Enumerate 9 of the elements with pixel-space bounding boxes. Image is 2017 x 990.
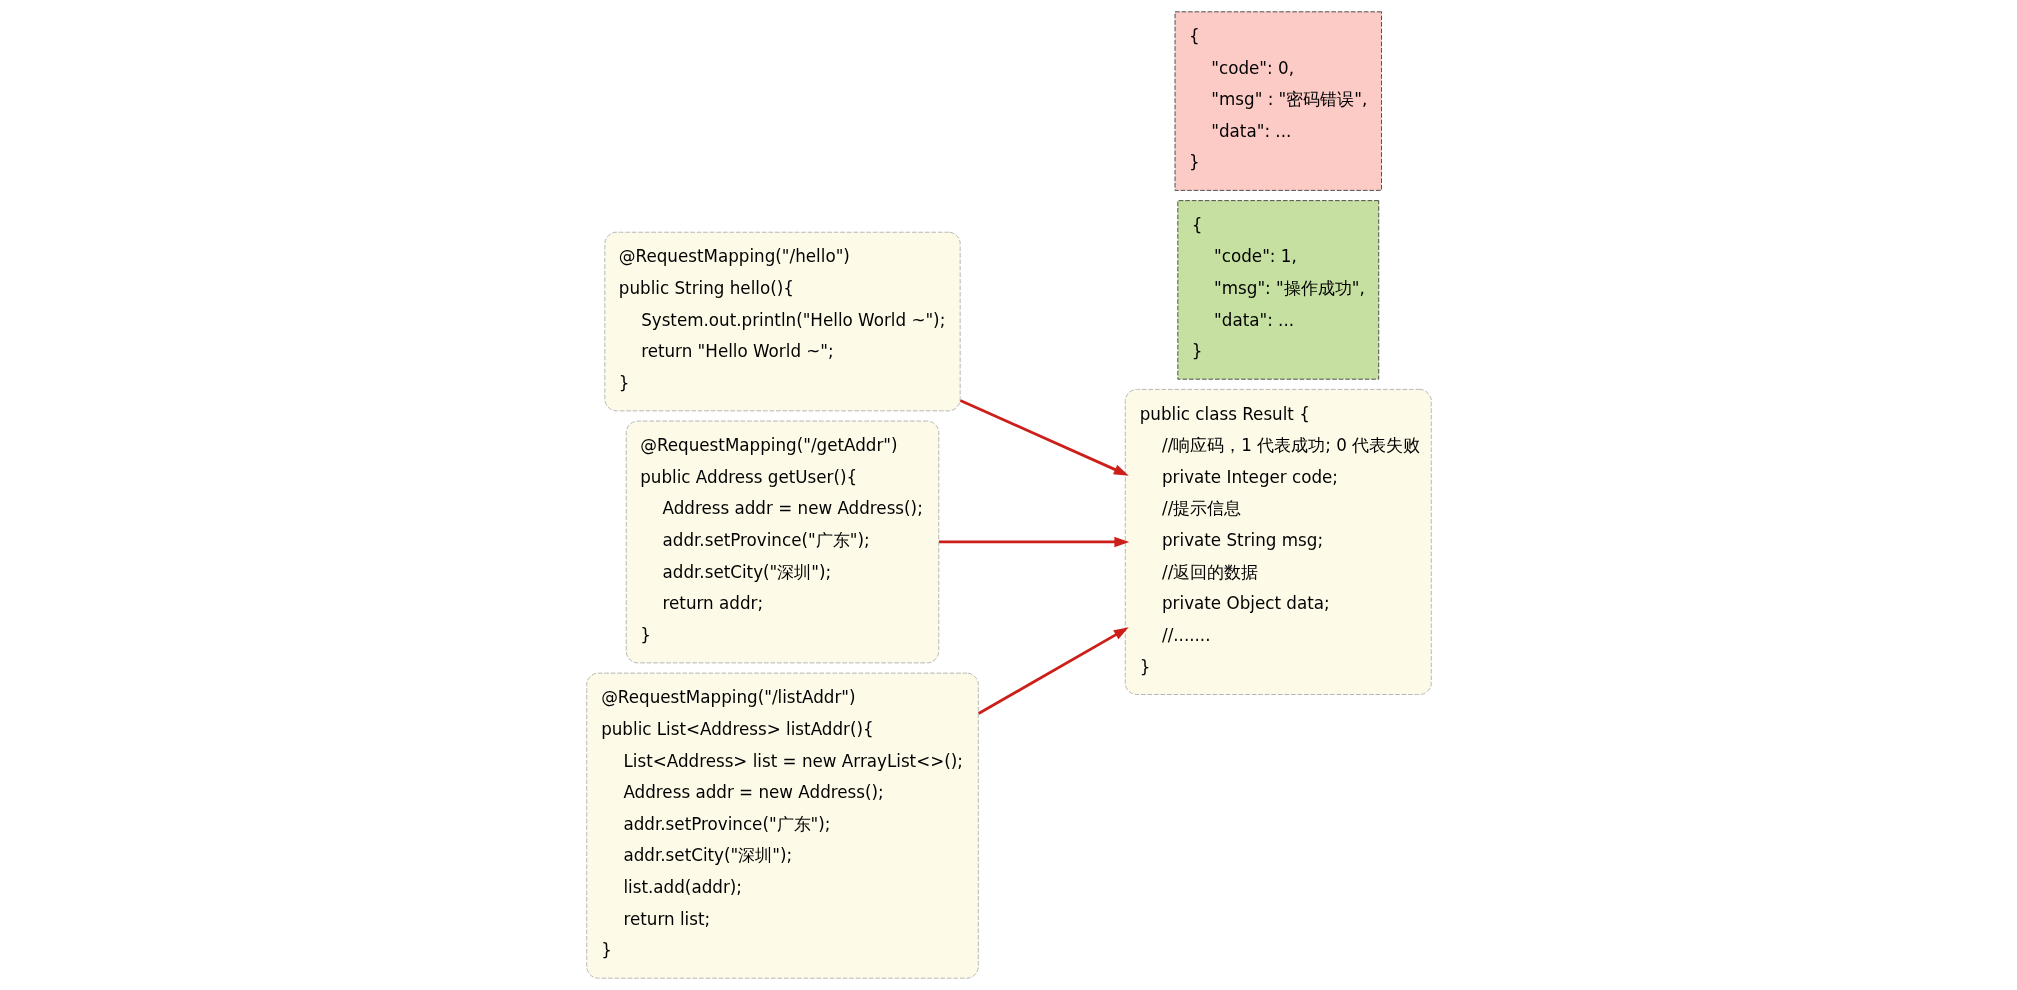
arrow xyxy=(977,627,1129,715)
arrow xyxy=(959,399,1129,476)
node-box: @RequestMapping("/getAddr") public Address getUser(){ Address addr = new Address(); addr.setProvince("广东"); addr.setCity("深圳"); return addr; } xyxy=(625,420,939,664)
node-box: @RequestMapping("/listAddr") public List<Address> listAddr(){ List<Address> list = new ArrayList<>(); Address addr = new Address(); addr.setProvince("广东"); addr.setCity("深圳"); list.add(addr); return list; } xyxy=(585,672,979,979)
arrow xyxy=(938,536,1129,548)
node-box: @RequestMapping("/hello") public String hello(){ System.out.println("Hello World ~"); return "Hello World ~"; } xyxy=(603,231,961,412)
node-box: public class Result { //响应码，1 代表成功; 0 代表失败 private Integer code; //提示信息 private String msg; //返回的数据 private Object data; //....... } xyxy=(1124,388,1432,695)
node-box: { "code": 1, "msg": "操作成功", "data": ... } xyxy=(1176,200,1379,380)
node-box: { "code": 0, "msg" : "密码错误", "data": ... } xyxy=(1174,11,1382,191)
